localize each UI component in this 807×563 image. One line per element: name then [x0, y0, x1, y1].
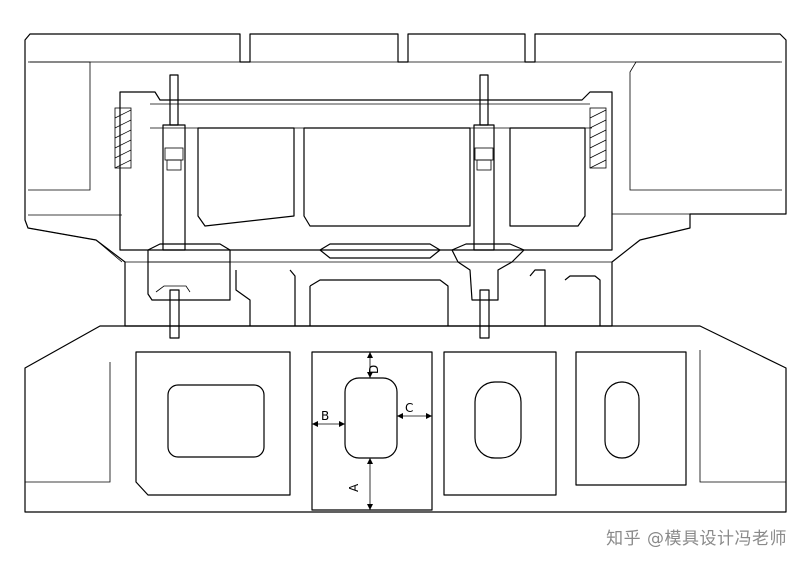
lower-mold-plate — [24, 325, 787, 513]
upper-mold-plate — [24, 33, 787, 327]
dimension-label-group: A B C D — [321, 365, 413, 492]
dimension-label-a: A — [347, 483, 361, 492]
watermark-text: 知乎 @模具设计冯老师 — [606, 529, 787, 549]
dimension-label-b: B — [321, 409, 329, 423]
left-bolt-assembly — [147, 74, 231, 339]
right-bolt-assembly — [451, 74, 525, 339]
dimension-label-c: C — [405, 401, 413, 415]
dimension-label-d: D — [367, 365, 381, 374]
side-insert-hatching — [114, 109, 607, 169]
dimension-lines — [312, 352, 432, 510]
